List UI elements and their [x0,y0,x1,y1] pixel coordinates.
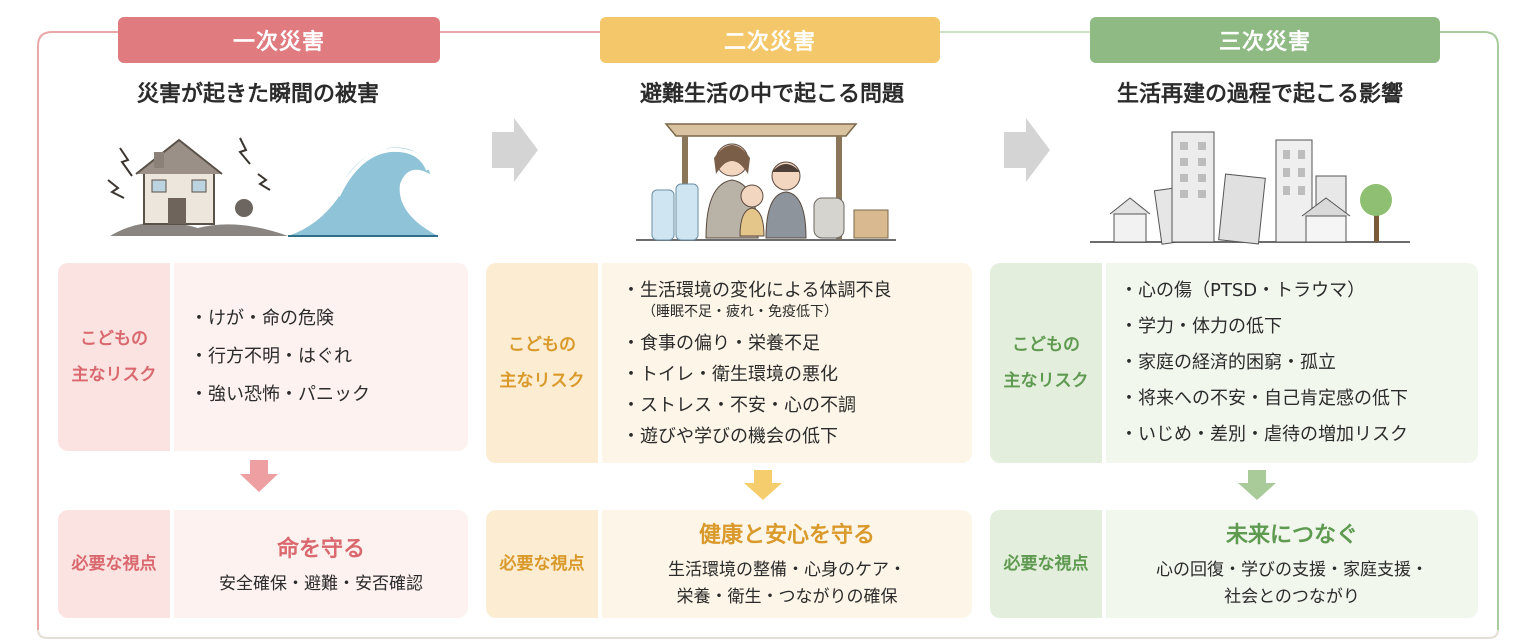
view-desc-primary: 安全確保・避難・安否確認 [219,573,423,594]
view-desc-secondary-line1: 生活環境の整備・心身のケア・ [668,560,906,580]
risk-list-secondary: ・生活環境の変化による体調不良 （睡眠不足・疲れ・免疫低下） ・食事の偏り・栄養… [602,263,972,463]
down-arrow-1-icon [240,460,278,492]
house-earthquake-tsunami-icon [107,137,438,237]
risk-card-tertiary: こどもの 主なリスク ・心の傷（PTSD・トラウマ） ・学力・体力の低下 ・家庭… [990,263,1478,463]
list-item: ・いじめ・差別・虐待の増加リスク [1120,424,1408,445]
view-desc-tertiary-line1: 心の回復・学びの支援・家庭支援・ [1156,560,1428,580]
view-label-primary: 必要な視点 [58,510,170,618]
risk-label-line2: 主なリスク [499,371,585,391]
view-card-primary: 必要な視点 命を守る 安全確保・避難・安否確認 [58,510,468,618]
subtitle-tertiary: 生活再建の過程で起こる影響 [1116,82,1403,107]
list-item: ・生活環境の変化による体調不良 [622,279,892,301]
risk-card-primary: こどもの 主なリスク ・けが・命の危険 ・行方不明・はぐれ ・強い恐怖・パニック [58,263,468,451]
view-desc-secondary-line2: 栄養・衛生・つながりの確保 [676,587,898,607]
list-item-note: （睡眠不足・疲れ・免疫低下） [642,303,838,320]
list-item: ・遊びや学びの機会の低下 [622,425,838,447]
down-arrow-3-icon [1238,470,1276,500]
column-tertiary-disaster: 三次災害 生活再建の過程で起こる影響 [990,0,1480,643]
risk-card-secondary: こどもの 主なリスク ・生活環境の変化による体調不良 （睡眠不足・疲れ・免疫低下… [486,263,972,463]
badge-tertiary-disaster: 三次災害 [1090,17,1440,63]
list-item: ・将来への不安・自己肯定感の低下 [1120,388,1408,409]
view-title-secondary: 健康と安心を守る [698,523,875,548]
list-item: ・心の傷（PTSD・トラウマ） [1120,280,1366,301]
risk-label-line2: 主なリスク [1003,371,1089,391]
risk-label-primary: こどもの 主なリスク [58,263,170,451]
list-item: ・強い恐怖・パニック [190,384,370,405]
column-primary-disaster: 一次災害 災害が起きた瞬間の被害 こどもの 主なリスク ・けが・命の危険 ・行方… [38,0,478,643]
badge-secondary-disaster: 二次災害 [600,17,940,63]
list-item: ・食事の偏り・栄養不足 [622,332,820,354]
badge-primary-disaster: 一次災害 [118,17,440,63]
family-in-shelter-icon [636,123,896,241]
down-arrow-2-icon [744,470,782,500]
risk-label-line1: こどもの [508,335,576,355]
view-label-secondary: 必要な視点 [486,510,598,618]
view-card-secondary: 必要な視点 健康と安心を守る 生活環境の整備・心身のケア・ 栄養・衛生・つながり… [486,510,972,618]
column-secondary-disaster: 二次災害 避難生活の中で起こる問題 こどもの 主なリスク ・生活環境の変化による [486,0,972,643]
subtitle-primary: 災害が起きた瞬間の被害 [136,82,379,107]
risk-label-line1: こどもの [80,329,148,349]
list-item: ・学力・体力の低下 [1120,316,1282,337]
list-item: ・ストレス・不安・心の不調 [622,394,856,416]
risk-list-primary: ・けが・命の危険 ・行方不明・はぐれ ・強い恐怖・パニック [174,263,468,451]
view-content-tertiary: 未来につなぐ 心の回復・学びの支援・家庭支援・ 社会とのつながり [1106,510,1478,618]
town-rebuilding-icon [1090,131,1410,245]
view-label-tertiary: 必要な視点 [990,510,1102,618]
risk-label-tertiary: こどもの 主なリスク [990,263,1102,463]
list-item: ・家庭の経済的困窮・孤立 [1120,352,1336,373]
risk-list-tertiary: ・心の傷（PTSD・トラウマ） ・学力・体力の低下 ・家庭の経済的困窮・孤立 ・… [1106,263,1478,463]
view-card-tertiary: 必要な視点 未来につなぐ 心の回復・学びの支援・家庭支援・ 社会とのつながり [990,510,1478,618]
view-content-secondary: 健康と安心を守る 生活環境の整備・心身のケア・ 栄養・衛生・つながりの確保 [602,510,972,618]
right-arrow-1-icon [492,118,538,182]
list-item: ・トイレ・衛生環境の悪化 [622,363,838,385]
risk-label-secondary: こどもの 主なリスク [486,263,598,463]
list-item: ・けが・命の危険 [190,308,334,329]
view-title-primary: 命を守る [276,536,365,562]
right-arrow-2-icon [1004,118,1050,182]
view-desc-tertiary-line2: 社会とのつながり [1224,587,1360,607]
risk-label-line1: こどもの [1012,335,1080,355]
list-item: ・行方不明・はぐれ [190,346,352,367]
view-title-tertiary: 未来につなぐ [1225,523,1358,548]
subtitle-secondary: 避難生活の中で起こる問題 [639,82,904,107]
view-content-primary: 命を守る 安全確保・避難・安否確認 [174,510,468,618]
risk-label-line2: 主なリスク [71,365,157,385]
